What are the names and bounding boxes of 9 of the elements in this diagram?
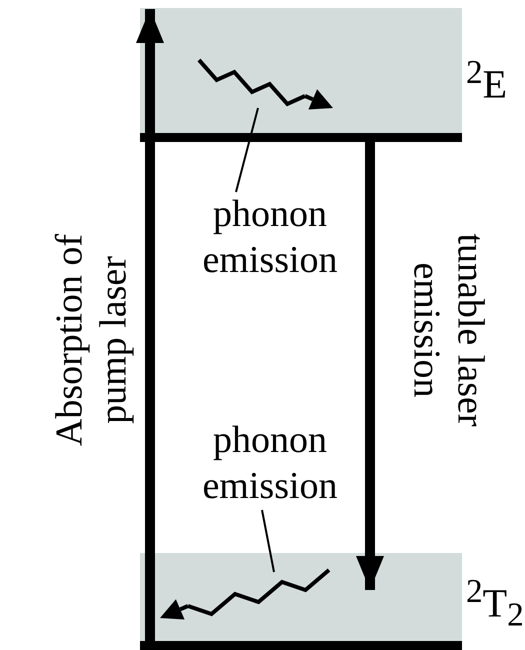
leader-line — [261, 510, 275, 572]
energy-level-label: $^{2}$E — [466, 56, 508, 104]
leader-line — [235, 108, 259, 192]
energy-level-label: $^{2}$T$_{2}$ — [466, 575, 524, 632]
annotation-text: phonon emission — [201, 192, 339, 283]
edge-label: tunable laser emission — [405, 232, 492, 429]
annotation-text: phonon emission — [201, 418, 339, 509]
arrow — [356, 142, 384, 590]
edge-label: Absorption of pump laser — [48, 232, 135, 448]
